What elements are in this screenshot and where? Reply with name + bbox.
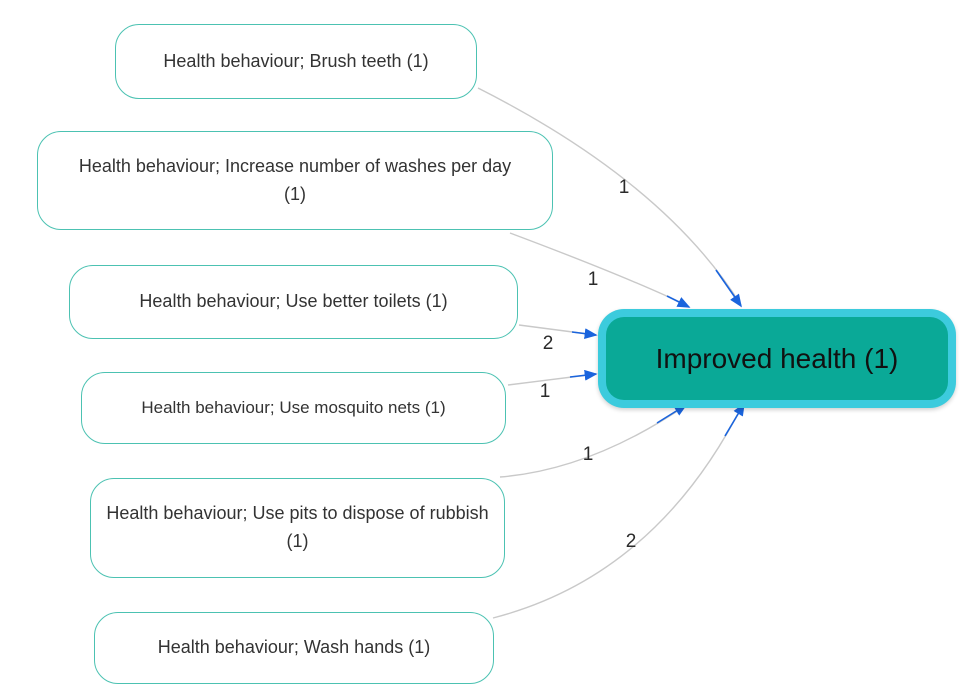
edge-weight-label: 2 (542, 333, 554, 354)
node-label: Health behaviour; Wash hands (1) (157, 637, 431, 658)
node-label: Health behaviour; Increase number of was… (78, 155, 512, 204)
edge-weight-label: 1 (618, 177, 630, 198)
edge-curve (499, 405, 686, 478)
node-brush-teeth[interactable]: Health behaviour; Brush teeth (1) (115, 24, 477, 99)
node-label: Health behaviour; Use better toilets (1) (139, 291, 448, 312)
edge-arrowhead (715, 269, 742, 308)
node-better-toilets[interactable]: Health behaviour; Use better toilets (1) (69, 265, 518, 339)
edge-weight-label: 1 (587, 269, 599, 290)
edge-increase-washes-to-improved-health[interactable] (509, 232, 691, 308)
node-label: Health behaviour; Use pits to dispose of… (106, 503, 489, 551)
edge-arrowhead (724, 402, 745, 437)
edge-wash-hands-to-improved-health[interactable] (492, 402, 745, 619)
node-label: Improved health (1) (655, 342, 899, 374)
edge-curve (509, 232, 689, 307)
node-wash-hands[interactable]: Health behaviour; Wash hands (1) (94, 612, 494, 684)
edge-arrowhead (666, 295, 691, 308)
edge-curve (492, 403, 744, 619)
node-improved-health-body: Improved health (1) (606, 317, 948, 400)
node-label: Health behaviour; Use mosquito nets (1) (141, 397, 446, 417)
node-rubbish-pits[interactable]: Health behaviour; Use pits to dispose of… (90, 478, 505, 578)
edge-arrowhead (569, 369, 598, 381)
edge-weight-label: 2 (625, 531, 637, 552)
edge-weight-label: 1 (539, 381, 551, 402)
edge-curve (518, 324, 589, 335)
node-label: Health behaviour; Brush teeth (1) (163, 50, 429, 71)
node-improved-health[interactable]: Improved health (1) (598, 309, 956, 408)
edge-rubbish-pits-to-improved-health[interactable] (499, 404, 688, 478)
edge-curve (507, 374, 589, 386)
edge-better-toilets-to-improved-health[interactable] (518, 324, 598, 339)
edge-arrowhead (571, 328, 598, 339)
edge-mosquito-nets-to-improved-health[interactable] (507, 369, 598, 386)
node-increase-washes[interactable]: Health behaviour; Increase number of was… (37, 131, 553, 230)
edge-weight-label: 1 (582, 444, 594, 465)
node-mosquito-nets[interactable]: Health behaviour; Use mosquito nets (1) (81, 372, 506, 444)
